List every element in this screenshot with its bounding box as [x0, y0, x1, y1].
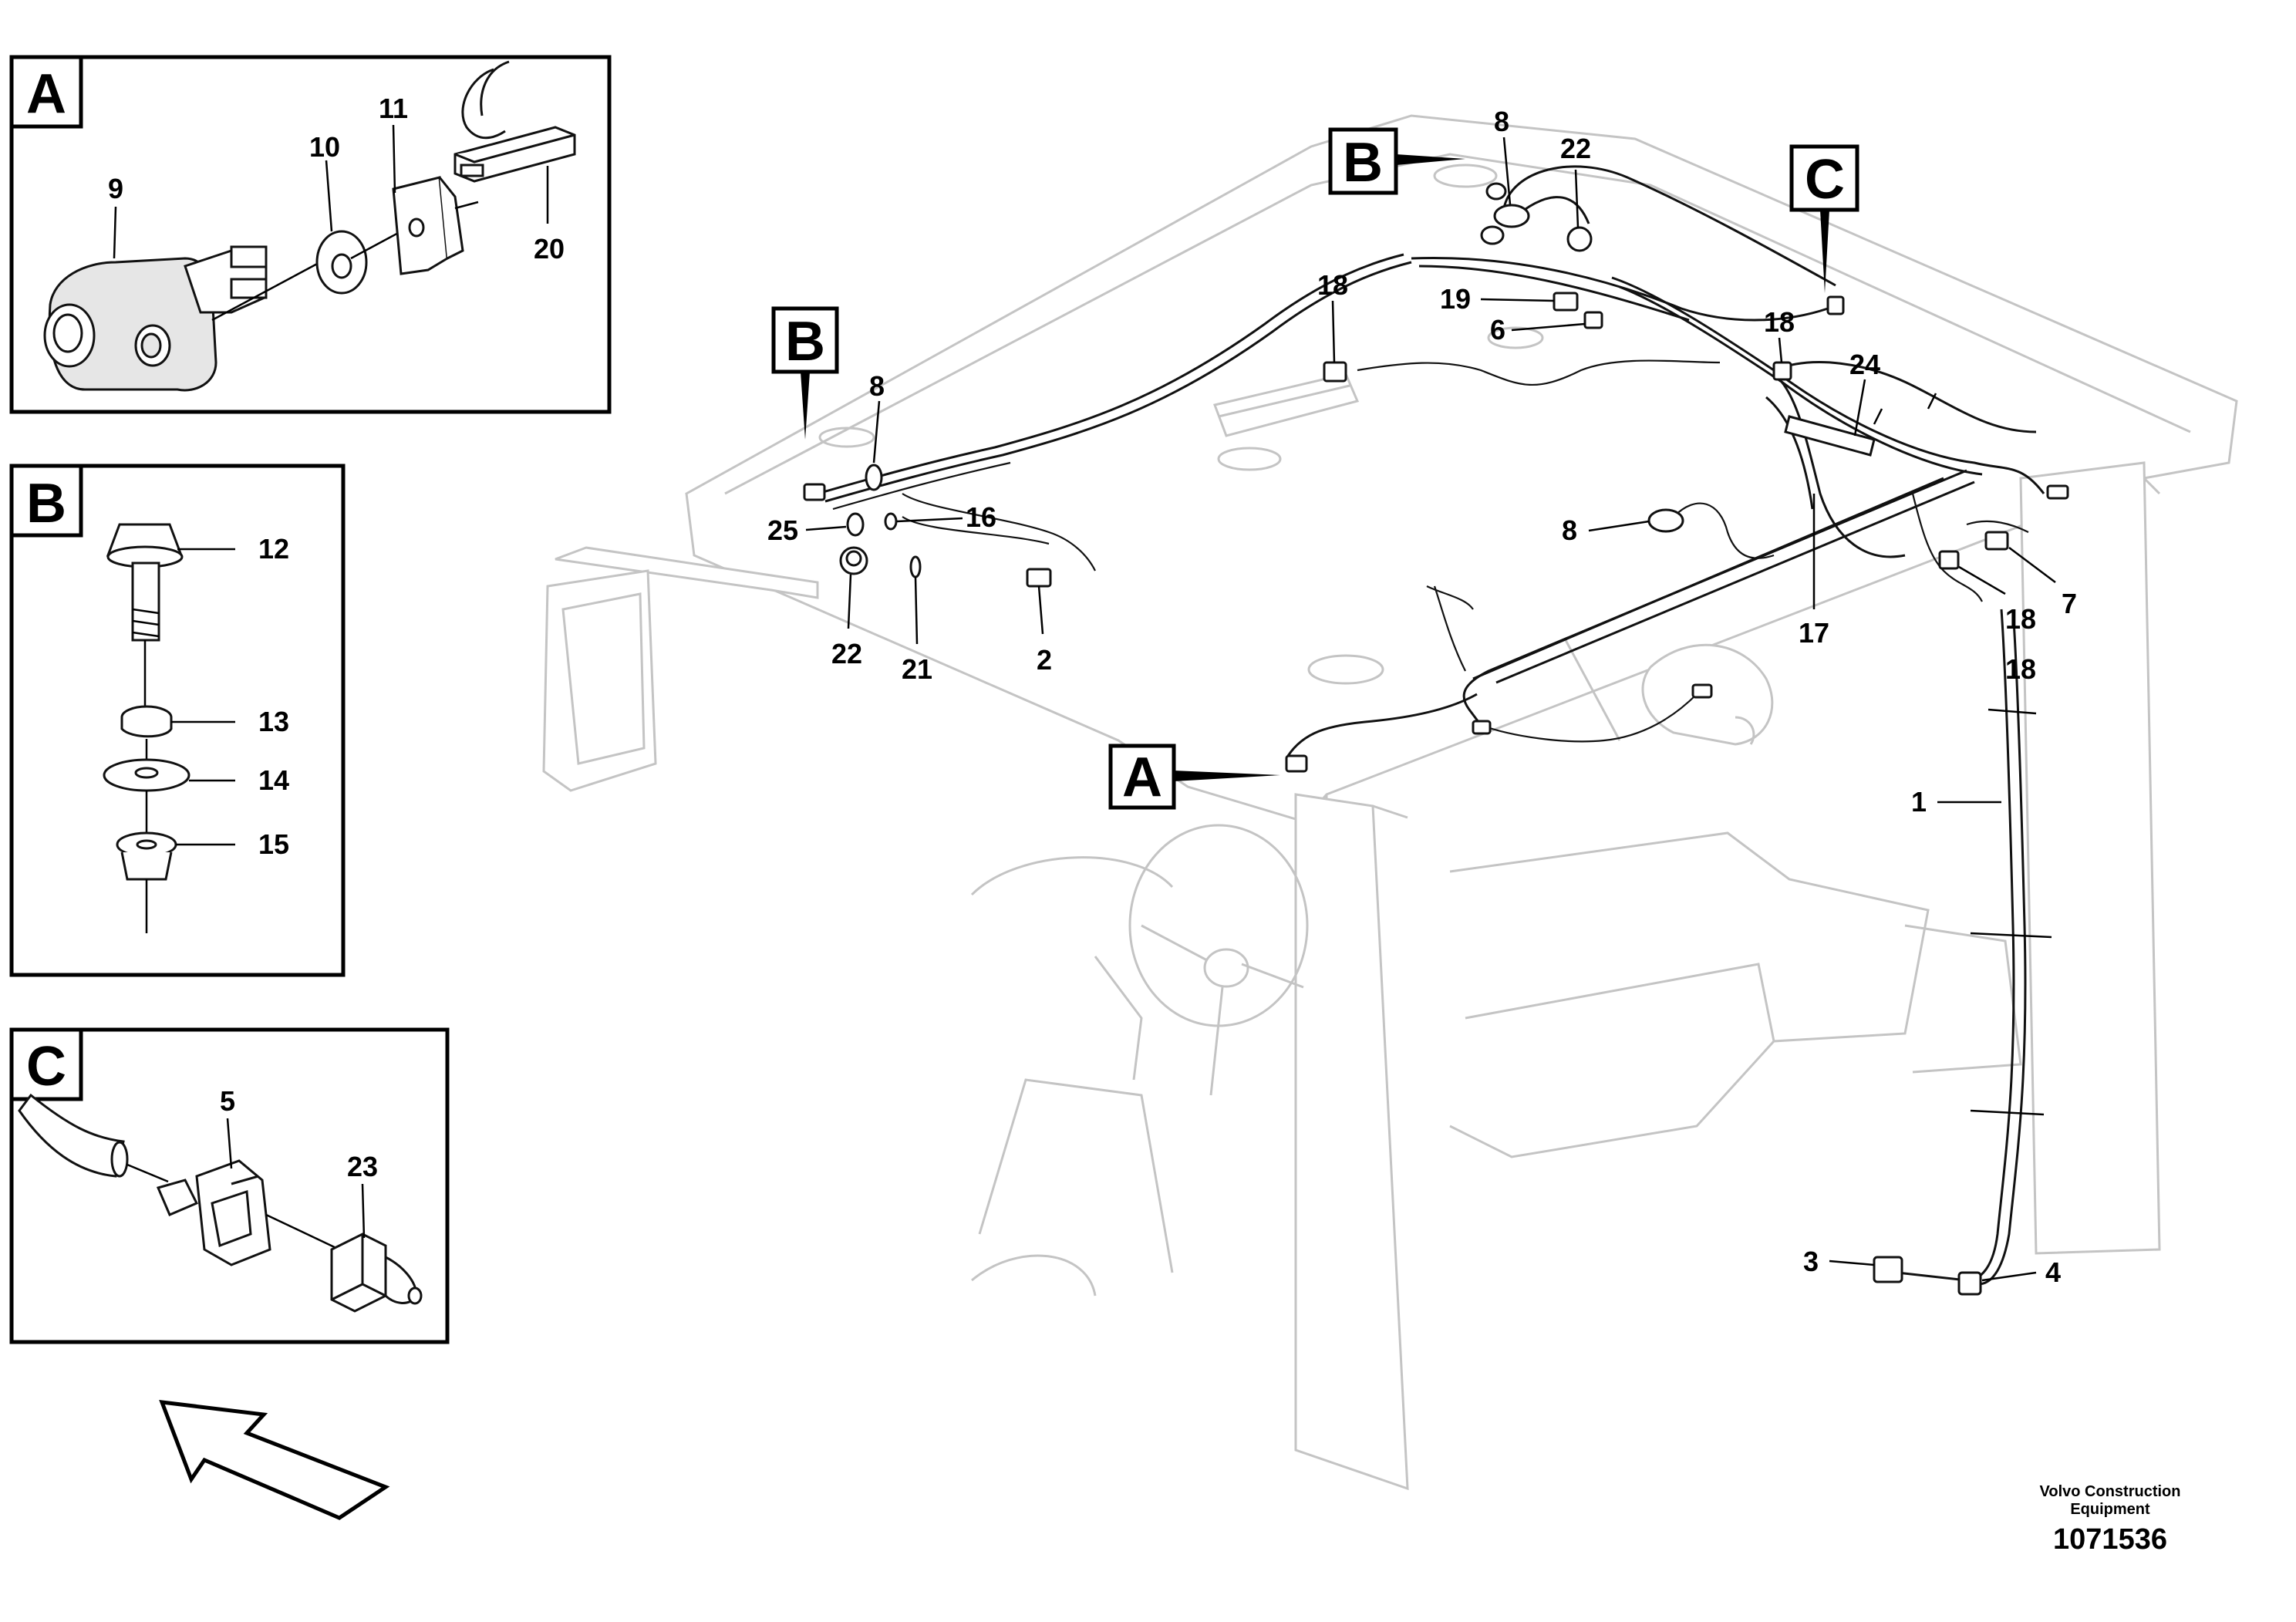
connector-3: [1873, 1256, 1903, 1283]
callout-18-right: 18: [2005, 603, 2036, 635]
connector-a: [1285, 754, 1308, 773]
grommet-8-left: [865, 464, 883, 491]
callout-7: 7: [2062, 588, 2077, 619]
direction-arrow-icon: [159, 1400, 390, 1520]
view-tag-c-top: C: [1789, 144, 1859, 293]
main-callouts: 8 25 16 22 21 2 18 8 22 19 6 18: [767, 106, 2077, 1288]
callout-13: 13: [258, 706, 289, 737]
callout-22-left: 22: [831, 638, 862, 669]
grommet-8-top: [1493, 204, 1530, 228]
inset-b: B 12 13 14 15: [9, 464, 346, 977]
svg-text:B: B: [785, 311, 825, 373]
connector-6: [1583, 311, 1603, 329]
credit-line-2: Equipment: [2070, 1501, 2150, 1518]
callout-23: 23: [347, 1151, 378, 1182]
callout-5: 5: [220, 1085, 235, 1117]
callout-8-center: 8: [1562, 514, 1577, 546]
inset-c: C 5 23: [9, 1027, 450, 1344]
connector-18-mid: [1772, 361, 1792, 381]
callout-8-left: 8: [869, 370, 885, 402]
drawing-number: 1071536: [2053, 1523, 2167, 1556]
svg-text:C: C: [1805, 149, 1845, 211]
connector-18-top: [1323, 361, 1347, 383]
callout-9: 9: [108, 173, 123, 204]
connector-19: [1553, 292, 1579, 312]
credit-line-1: Volvo Construction: [2040, 1483, 2181, 1500]
callout-25: 25: [767, 514, 798, 546]
callout-18-post: 18: [2005, 653, 2036, 685]
grommet-8-center: [1647, 508, 1684, 533]
credit-block: Volvo Construction Equipment 1071536: [2040, 1483, 2181, 1556]
svg-text:B: B: [1343, 132, 1383, 194]
inset-a: A 9 10 11 20: [9, 55, 612, 414]
callout-18-top: 18: [1317, 269, 1348, 301]
callout-8-top: 8: [1494, 106, 1509, 137]
callout-16: 16: [966, 501, 996, 533]
view-tag-b-top: B: [1328, 127, 1465, 195]
connector-left: [803, 483, 826, 501]
svg-text:A: A: [26, 63, 66, 125]
connector-c: [1826, 295, 1845, 315]
view-tag-a: A: [1108, 744, 1280, 810]
ring-16: [884, 512, 898, 531]
callout-3: 3: [1803, 1246, 1819, 1277]
callout-10: 10: [309, 131, 340, 163]
callout-24: 24: [1849, 349, 1880, 380]
callout-18-mid: 18: [1764, 306, 1795, 338]
connector-4: [1957, 1271, 1982, 1296]
plug-22-top: [1566, 226, 1593, 252]
callout-11: 11: [379, 93, 408, 124]
svg-text:A: A: [1122, 747, 1162, 808]
clip-21: [909, 555, 922, 578]
svg-text:B: B: [26, 473, 66, 534]
callout-17: 17: [1799, 617, 1829, 649]
callout-15: 15: [258, 828, 289, 860]
callout-19: 19: [1440, 283, 1471, 315]
callout-1: 1: [1911, 786, 1927, 818]
junction-24: [1784, 415, 1876, 457]
connector-18-right: [1938, 550, 1960, 570]
callout-20: 20: [534, 233, 565, 265]
callout-14: 14: [258, 764, 289, 796]
harness-components: [803, 182, 2069, 1296]
washer-25: [846, 512, 865, 537]
connector-2: [1026, 568, 1052, 588]
switch-body-9: [48, 257, 217, 392]
callout-22-top: 22: [1560, 133, 1591, 164]
lamp-23: [330, 1233, 387, 1313]
callout-2: 2: [1037, 644, 1052, 676]
connector-7: [1984, 531, 2009, 551]
callout-4: 4: [2045, 1256, 2061, 1288]
callout-6: 6: [1490, 314, 1505, 346]
callout-12: 12: [258, 533, 289, 565]
callout-21: 21: [902, 653, 932, 685]
cab-structure: [542, 114, 2238, 1491]
svg-text:C: C: [26, 1036, 66, 1098]
view-tag-b-left: B: [771, 306, 839, 440]
